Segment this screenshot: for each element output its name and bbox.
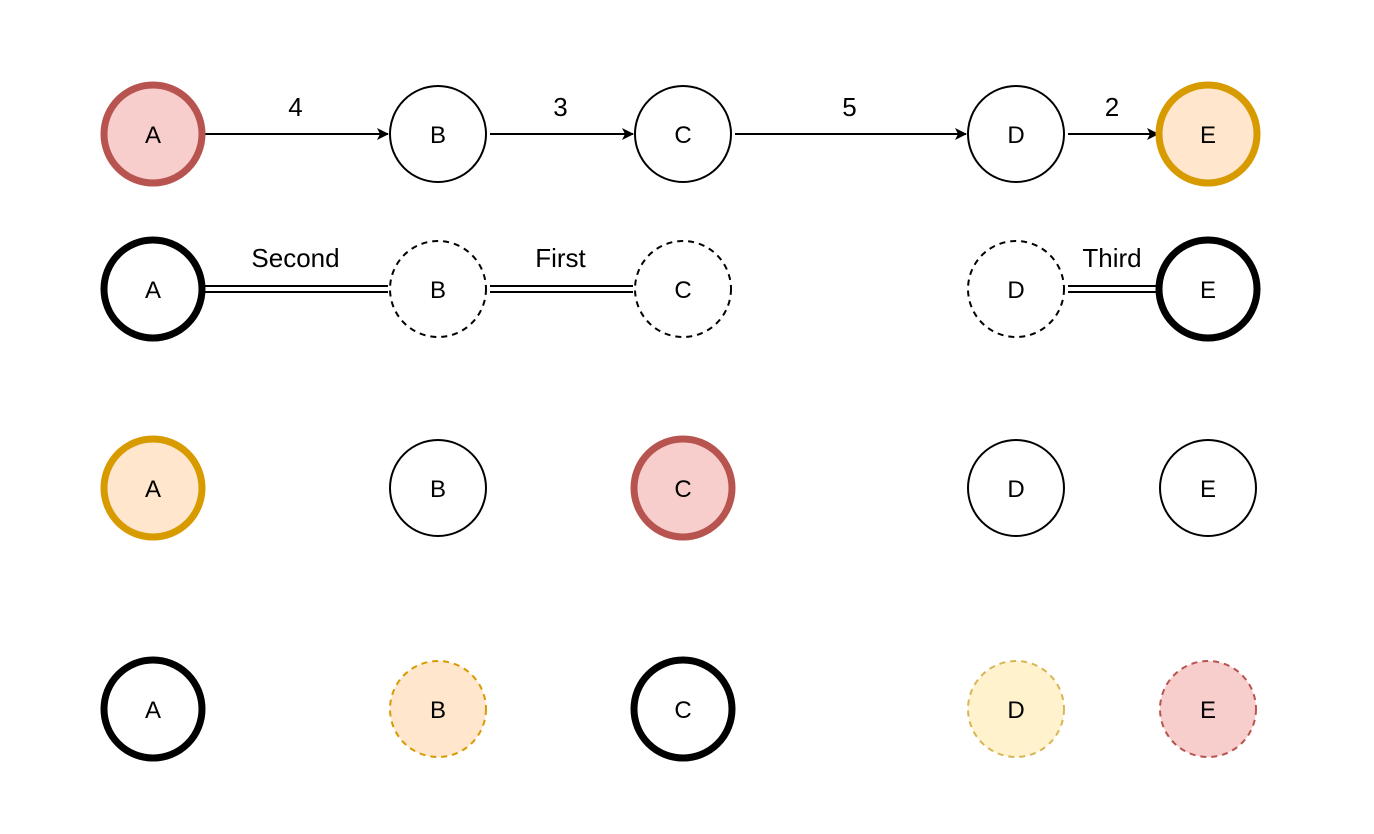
node-weighted-path-e[interactable]: E	[1155, 81, 1261, 187]
node-label: D	[1007, 122, 1024, 149]
node-label: C	[674, 122, 691, 149]
node-circle	[100, 236, 206, 342]
edge-label: 5	[842, 92, 856, 122]
node-circle	[1155, 81, 1261, 187]
node-label: A	[145, 697, 161, 724]
node-label: C	[674, 697, 691, 724]
node-label: E	[1200, 697, 1216, 724]
node-final-state-c[interactable]: C	[630, 656, 736, 762]
node-merge-order-c[interactable]: C	[634, 240, 732, 338]
node-circle	[967, 240, 1065, 338]
edge-b-c: 3	[490, 92, 634, 140]
node-final-state-e[interactable]: E	[1159, 660, 1257, 758]
node-terminals-highlight-c[interactable]: C	[630, 435, 736, 541]
edge-label: 4	[288, 92, 302, 122]
node-label: E	[1200, 476, 1216, 503]
node-circle	[630, 656, 736, 762]
node-label: E	[1200, 122, 1216, 149]
node-label: B	[430, 697, 446, 724]
node-circle	[967, 85, 1065, 183]
node-circle	[100, 81, 206, 187]
edge-label: 3	[553, 92, 567, 122]
node-circle	[100, 435, 206, 541]
node-label: E	[1200, 277, 1216, 304]
node-circle	[389, 240, 487, 338]
edge-label: 2	[1105, 92, 1119, 122]
node-circle	[389, 660, 487, 758]
node-label: C	[674, 476, 691, 503]
node-terminals-highlight-d[interactable]: D	[967, 439, 1065, 537]
node-label: A	[145, 277, 161, 304]
node-label: D	[1007, 476, 1024, 503]
node-terminals-highlight-e[interactable]: E	[1159, 439, 1257, 537]
node-circle	[634, 240, 732, 338]
edge-a-b: 4	[205, 92, 389, 140]
node-weighted-path-a[interactable]: A	[100, 81, 206, 187]
node-circle	[389, 85, 487, 183]
node-weighted-path-d[interactable]: D	[967, 85, 1065, 183]
node-merge-order-e[interactable]: E	[1155, 236, 1261, 342]
node-label: D	[1007, 277, 1024, 304]
node-circle	[389, 439, 487, 537]
node-circle	[1159, 660, 1257, 758]
edge-d-e: 2	[1068, 92, 1159, 140]
node-circle	[967, 660, 1065, 758]
node-weighted-path-b[interactable]: B	[389, 85, 487, 183]
node-circle	[967, 439, 1065, 537]
node-terminals-highlight-b[interactable]: B	[389, 439, 487, 537]
node-label: B	[430, 122, 446, 149]
node-label: C	[674, 277, 691, 304]
node-circle	[1155, 236, 1261, 342]
node-label: B	[430, 277, 446, 304]
node-merge-order-a[interactable]: A	[100, 236, 206, 342]
node-weighted-path-c[interactable]: C	[634, 85, 732, 183]
node-circle	[630, 435, 736, 541]
node-terminals-highlight-a[interactable]: A	[100, 435, 206, 541]
edge-a-b: Second	[205, 243, 388, 293]
edge-b-c: First	[490, 243, 633, 293]
node-label: B	[430, 476, 446, 503]
node-label: A	[145, 122, 161, 149]
node-circle	[100, 656, 206, 762]
node-final-state-b[interactable]: B	[389, 660, 487, 758]
edge-c-d: 5	[735, 92, 967, 140]
nodes-layer: A B C D E A B C D E A B C D E A B C D E	[100, 81, 1261, 762]
edge-d-e: Third	[1068, 243, 1158, 293]
edge-label: Third	[1082, 243, 1141, 273]
node-label: A	[145, 476, 161, 503]
node-label: D	[1007, 697, 1024, 724]
node-merge-order-b[interactable]: B	[389, 240, 487, 338]
node-final-state-d[interactable]: D	[967, 660, 1065, 758]
node-circle	[634, 85, 732, 183]
node-merge-order-d[interactable]: D	[967, 240, 1065, 338]
node-final-state-a[interactable]: A	[100, 656, 206, 762]
edge-label: Second	[251, 243, 339, 273]
node-circle	[1159, 439, 1257, 537]
edge-label: First	[535, 243, 586, 273]
